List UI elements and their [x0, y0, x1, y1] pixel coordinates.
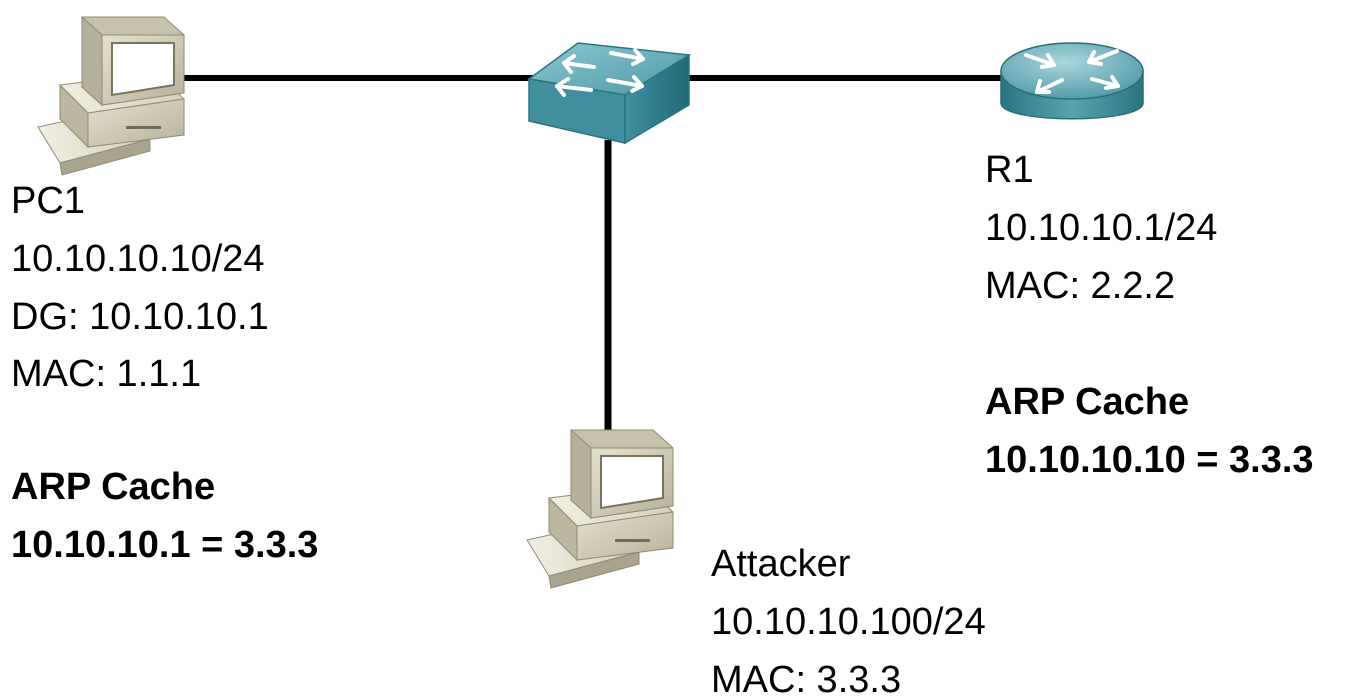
attacker-mac: MAC: 3.3.3	[711, 658, 902, 697]
pc1-info: PC1 10.10.10.10/24 DG: 10.10.10.1 MAC: 1…	[11, 173, 269, 404]
attacker-name: Attacker	[711, 543, 851, 585]
router-icon	[1000, 42, 1144, 120]
pc1-name: PC1	[11, 180, 85, 222]
r1-arp-cache: ARP Cache 10.10.10.10 = 3.3.3	[985, 374, 1314, 490]
r1-ip: 10.10.10.1/24	[985, 206, 1218, 249]
r1-info: R1 10.10.10.1/24 MAC: 2.2.2	[985, 142, 1217, 315]
r1-name: R1	[985, 149, 1034, 191]
pc1-ip: 10.10.10.10/24	[11, 237, 265, 280]
workstation-icon	[526, 428, 675, 589]
pc1-mac: MAC: 1.1.1	[11, 353, 202, 396]
switch-icon	[527, 42, 692, 145]
pc1-arp-cache-entry: 10.10.10.1 = 3.3.3	[11, 523, 319, 566]
attacker-info: Attacker 10.10.10.100/24 MAC: 3.3.3	[711, 536, 986, 697]
r1-node[interactable]	[996, 31, 1148, 141]
r1-mac: MAC: 2.2.2	[985, 264, 1176, 307]
switch-node[interactable]	[527, 35, 692, 153]
pc1-arp-cache: ARP Cache 10.10.10.1 = 3.3.3	[11, 459, 318, 575]
pc1-arp-cache-title: ARP Cache	[11, 466, 216, 508]
attacker-ip: 10.10.10.100/24	[711, 600, 986, 643]
attacker-node[interactable]	[526, 428, 687, 589]
workstation-icon	[37, 15, 186, 176]
pc1-gateway: DG: 10.10.10.1	[11, 295, 269, 338]
r1-arp-cache-title: ARP Cache	[985, 381, 1190, 423]
r1-arp-cache-entry: 10.10.10.10 = 3.3.3	[985, 438, 1314, 481]
pc1-node[interactable]	[37, 15, 198, 176]
